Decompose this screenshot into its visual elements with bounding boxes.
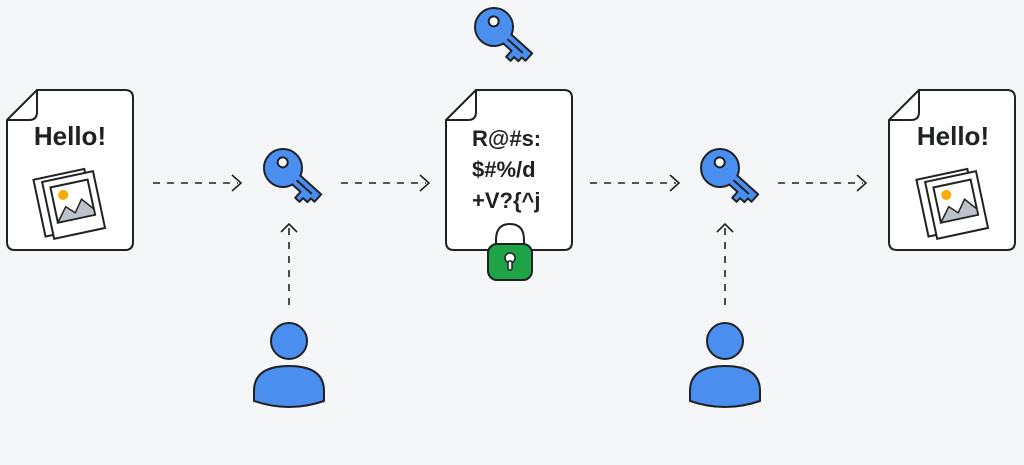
arrow-right-icon [778,174,868,192]
encrypted-document: R@#s: $#%/d +V?{^j [445,89,573,281]
image-stack-icon [32,167,107,240]
arrow-up-icon [716,222,734,312]
image-stack-icon [915,167,990,240]
arrow-right-icon [341,174,431,192]
arrow-right-icon [590,174,681,192]
key-icon [255,140,331,214]
cipher-line: $#%/d [472,157,536,182]
key-icon [692,140,768,214]
arrow-right-icon [153,174,243,192]
arrows [153,174,868,312]
key-icon [466,0,542,73]
document-title: Hello! [34,121,106,151]
padlock-icon [487,222,533,281]
arrow-up-icon [280,222,298,312]
person-icon [689,322,761,408]
plain-document-left: Hello! [6,89,134,251]
person-icon [253,322,325,408]
cipher-line: R@#s: [472,126,541,151]
document-title: Hello! [917,121,989,151]
cipher-line: +V?{^j [472,188,540,213]
plain-document-right: Hello! [888,89,1016,251]
